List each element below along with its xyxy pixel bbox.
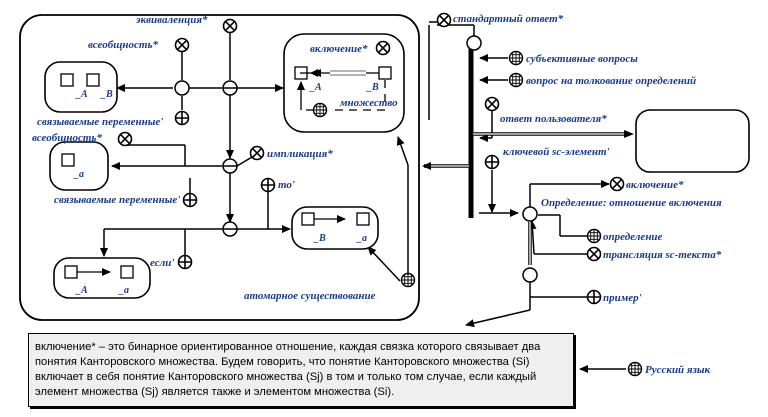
set-label: множество [339, 97, 398, 109]
user-answer-node [484, 96, 500, 112]
russian-language-node [627, 361, 643, 377]
inclusion-right-label: включение* [626, 179, 684, 191]
bound-vars-2-node [182, 192, 198, 208]
junction-b [222, 80, 238, 96]
var-a-2: _a [73, 169, 84, 180]
var-a-3: _A [309, 82, 322, 93]
russian-language-label: Русский язык [645, 364, 711, 376]
subjective-questions-label: субъективные вопросы [526, 53, 638, 65]
var-b-1: _B [100, 89, 113, 100]
var-a-1: _A [75, 89, 88, 100]
user-answer-box [635, 109, 750, 173]
definition-text-box: включение* – это бинарное ориентированно… [28, 333, 574, 407]
main-structure-contour [19, 14, 420, 321]
var-a-5: _A [75, 285, 88, 296]
var-b-3: _B [366, 82, 379, 93]
junction-c [222, 158, 238, 174]
universality-top-label: всеобщность* [88, 39, 158, 51]
inclusion-box-label: включение* [310, 43, 368, 55]
definition-label: определение [603, 231, 663, 243]
definition-node [586, 228, 602, 244]
definition-question-label: вопрос на толкование определений [526, 75, 696, 87]
bound-vars-box-2 [49, 141, 109, 191]
var-b-4: _B [313, 233, 326, 244]
definition-question-node [508, 72, 524, 88]
subjective-questions-node [508, 50, 524, 66]
if-node [177, 254, 193, 270]
then-node [260, 177, 276, 193]
translation-junction [522, 267, 538, 283]
universality-mid-label: всеобщность* [32, 132, 102, 144]
junction-d [222, 221, 238, 237]
standard-answer-node [436, 12, 452, 28]
var-a-6: _a [118, 285, 129, 296]
example-node [586, 289, 602, 305]
example-label: пример' [603, 292, 642, 304]
right-connectors [428, 21, 626, 373]
key-sc-element-label: ключевой sc-элемент' [503, 146, 610, 158]
universality-top-node [174, 37, 190, 53]
sc-text-translation-node [586, 246, 602, 262]
implication-node [249, 145, 265, 161]
inclusion-right-node [609, 176, 625, 192]
universality-mid-node [117, 131, 133, 147]
standard-answer-label: стандартный ответ* [453, 13, 564, 25]
then-label: то' [278, 179, 295, 191]
user-answer-label: ответ пользователя* [500, 113, 607, 125]
key-sc-element-node [484, 154, 500, 170]
var-a-4: _a [356, 233, 367, 244]
sc-text-translation-label: трансляция sc-текста* [603, 249, 722, 261]
bound-vars-1-label: связываемые переменные' [37, 116, 163, 128]
bound-vars-1-node [174, 110, 190, 126]
junction-a [174, 80, 190, 96]
bound-vars-2-label: связываемые переменные' [54, 194, 180, 206]
atomic-existence-node [400, 272, 416, 288]
if-label: если' [150, 257, 174, 269]
bound-vars-box-1 [44, 61, 118, 113]
implication-label: импликация* [267, 148, 333, 160]
equivalence-label: эквиваленция* [135, 14, 208, 26]
definition-relation-label: Определение: отношение включения [541, 197, 722, 209]
standard-answer-junction [466, 35, 482, 51]
equivalence-node [222, 18, 238, 34]
atomic-existence-label: атомарное существование [244, 290, 376, 302]
definition-relation-junction [522, 206, 538, 222]
